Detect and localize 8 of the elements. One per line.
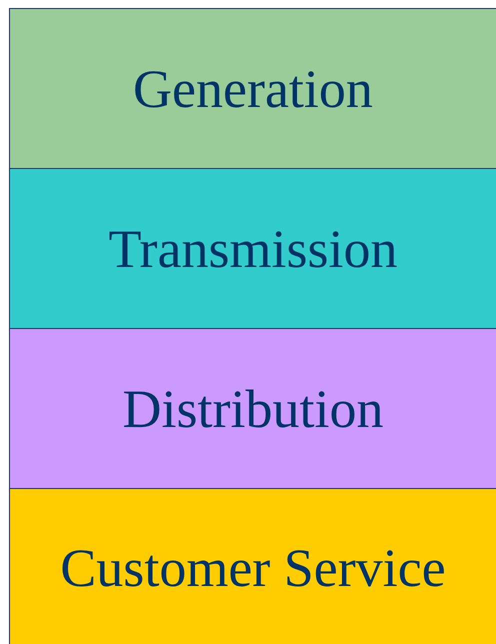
layer-label: Generation <box>133 58 373 120</box>
layer-band <box>9 8 496 169</box>
layer-label: Customer Service <box>60 537 446 599</box>
layer-band <box>9 488 496 644</box>
layer-band <box>9 328 496 489</box>
layer-band <box>9 168 496 329</box>
layer-label: Distribution <box>122 378 384 440</box>
layer-label: Transmission <box>108 218 398 280</box>
